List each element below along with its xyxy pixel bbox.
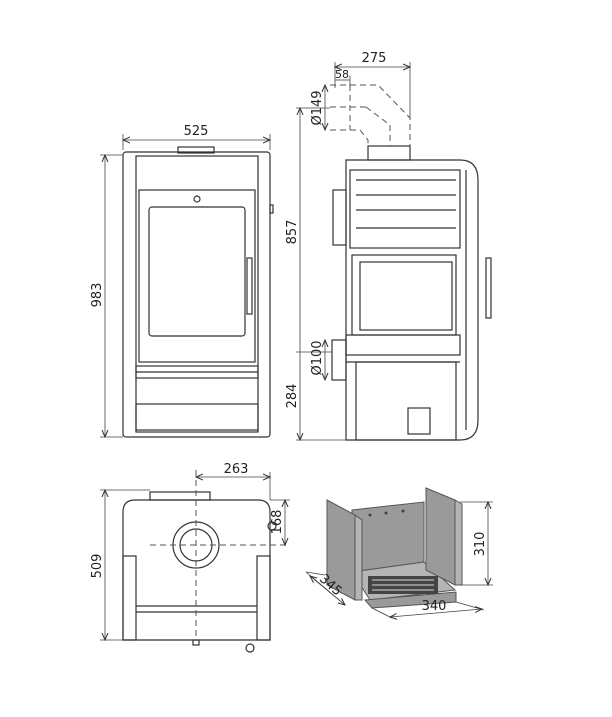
top-view	[100, 470, 290, 653]
top-flue-x-dimension: 263	[224, 462, 249, 477]
front-width-dimension: 525	[184, 124, 209, 139]
side-view	[296, 62, 492, 440]
firebox-illustration	[305, 487, 493, 618]
flue-offset-dimension: 275	[362, 51, 387, 66]
top-depth-dimension: 509	[90, 554, 105, 579]
firebox-width-dimension: 340	[422, 599, 447, 614]
air-inlet-height-dimension: 284	[285, 384, 300, 409]
front-height-dimension: 983	[90, 283, 105, 308]
air-inlet-diameter-dimension: Ø100	[310, 340, 325, 375]
top-flue-y-dimension: 168	[270, 510, 285, 535]
flue-diameter-dimension: Ø149	[310, 90, 325, 125]
grate-icon	[368, 576, 438, 594]
firebox-height-dimension: 310	[473, 532, 488, 557]
flue-setback-dimension: 58	[335, 68, 349, 81]
flue-height-dimension: 857	[285, 220, 300, 245]
front-view	[100, 134, 274, 437]
